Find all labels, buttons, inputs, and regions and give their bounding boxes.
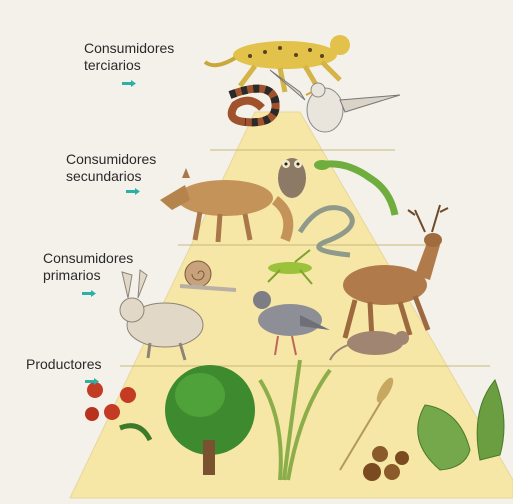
tier-label-primarios: Consumidores primarios <box>43 250 133 284</box>
arrow-right-icon <box>126 188 140 195</box>
arrow-right-icon <box>122 80 136 87</box>
cheetah-icon <box>205 35 350 92</box>
arrow-right-icon <box>85 378 99 385</box>
tier-label-secundarios: Consumidores secundarios <box>66 151 156 185</box>
owl-icon <box>278 158 306 198</box>
tier-label-terciarios: Consumidores terciarios <box>84 40 174 74</box>
arrow-right-icon <box>82 290 96 297</box>
tier-label-productores: Productores <box>26 356 101 373</box>
